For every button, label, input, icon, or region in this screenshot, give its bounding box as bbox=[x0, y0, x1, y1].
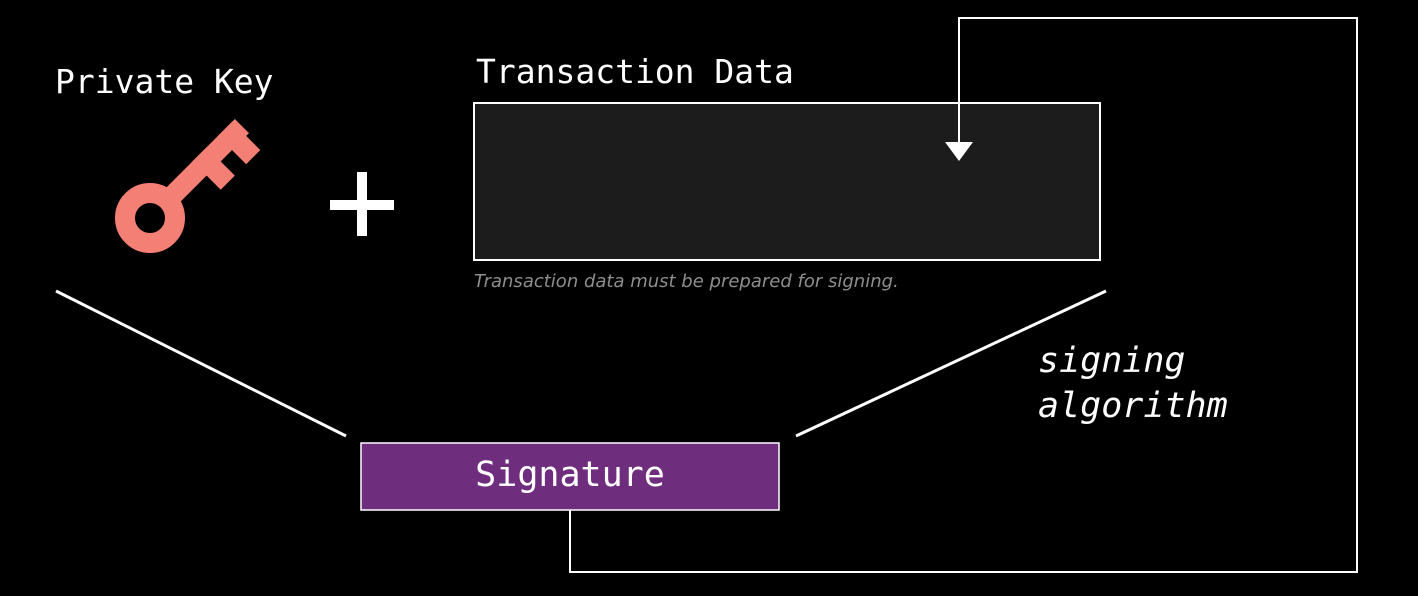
private-key-label: Private Key bbox=[55, 62, 274, 101]
right-merge-line bbox=[795, 289, 1107, 438]
transaction-data-label: Transaction Data bbox=[476, 52, 794, 91]
arrow-down-icon bbox=[945, 142, 973, 161]
left-merge-line bbox=[55, 289, 347, 438]
transaction-data-box bbox=[473, 102, 1101, 261]
signing-algorithm-label-line1: signing bbox=[1038, 341, 1186, 381]
feedback-connector bbox=[569, 17, 1358, 573]
signature-label: Signature bbox=[475, 455, 665, 495]
transaction-note: Transaction data must be prepared for si… bbox=[474, 271, 899, 292]
key-icon bbox=[115, 119, 261, 253]
plus-icon bbox=[330, 172, 394, 236]
signing-algorithm-label-line2: algorithm bbox=[1038, 386, 1228, 426]
signature-box bbox=[360, 442, 780, 511]
